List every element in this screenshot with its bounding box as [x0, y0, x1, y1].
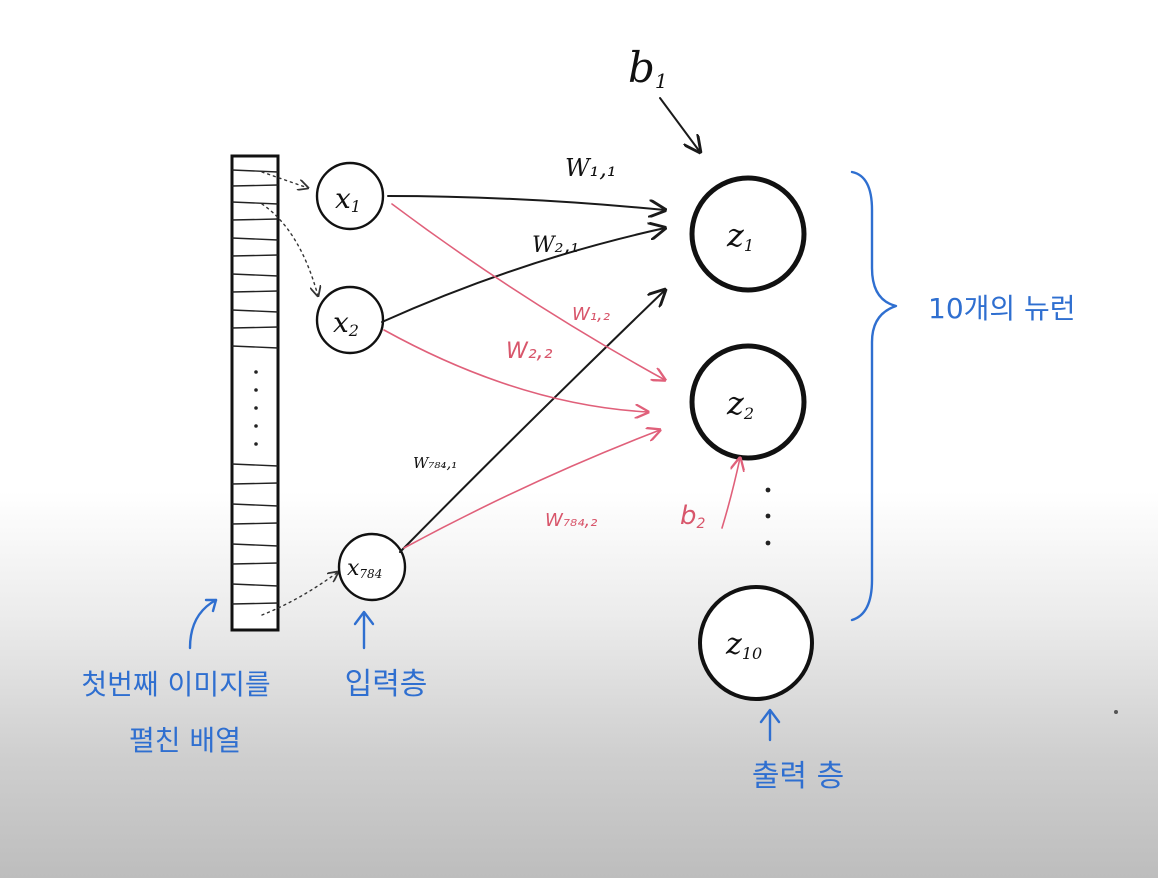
- input-node-x1: x1: [315, 161, 385, 231]
- array-to-input-arrows: [261, 171, 338, 616]
- ten-neurons-label: 10개의 뉴런: [928, 292, 1076, 325]
- svg-text:입력층: 입력층: [345, 667, 428, 702]
- svg-text:펼친 배열: 펼친 배열: [129, 724, 241, 757]
- flattened-array-column: [230, 154, 280, 632]
- weight-label-w22: W₂,₂: [506, 339, 553, 364]
- svg-text:x1: x1: [335, 182, 361, 216]
- svg-text:x2: x2: [333, 306, 359, 340]
- output-layer-annotation: 출력 층: [752, 708, 844, 794]
- svg-text:b1: b1: [628, 43, 668, 93]
- input-layer-annotation: 입력층: [345, 610, 428, 702]
- input-node-x784: x784: [337, 532, 407, 602]
- weight-label-w21: W₂,₁: [532, 233, 579, 258]
- weight-label-w11: W₁,₁: [565, 154, 617, 182]
- svg-text:b2: b2: [680, 501, 706, 532]
- svg-text:z10: z10: [725, 627, 762, 663]
- output-ellipsis-dots: [765, 487, 771, 546]
- svg-text:z1: z1: [726, 216, 754, 255]
- bias-b1: b1: [628, 43, 700, 152]
- output-node-z1: z1: [689, 175, 807, 293]
- weights-to-z2: [383, 203, 665, 549]
- stray-dot: [1114, 710, 1118, 714]
- output-node-z2: z2: [689, 343, 807, 461]
- weight-label-w784-1: W₇₈₄,₁: [413, 454, 457, 472]
- output-node-z10: z10: [698, 585, 814, 701]
- svg-text:출력 층: 출력 층: [752, 759, 844, 794]
- weight-label-w784-2: W₇₈₄,₂: [545, 510, 597, 531]
- weight-label-w12: W₁,₂: [572, 304, 610, 325]
- svg-text:z2: z2: [726, 384, 754, 423]
- svg-text:x784: x784: [347, 556, 382, 581]
- flattened-array-annotation: 첫번째 이미지를 펼친 배열: [81, 598, 271, 757]
- svg-text:첫번째 이미지를: 첫번째 이미지를: [81, 668, 270, 701]
- weights-to-z1: [381, 195, 665, 553]
- bias-b2: b2: [680, 458, 740, 532]
- ten-neurons-brace: 10개의 뉴런: [850, 170, 1076, 622]
- array-ellipsis-dots: [254, 370, 258, 446]
- input-node-x2: x2: [315, 285, 385, 355]
